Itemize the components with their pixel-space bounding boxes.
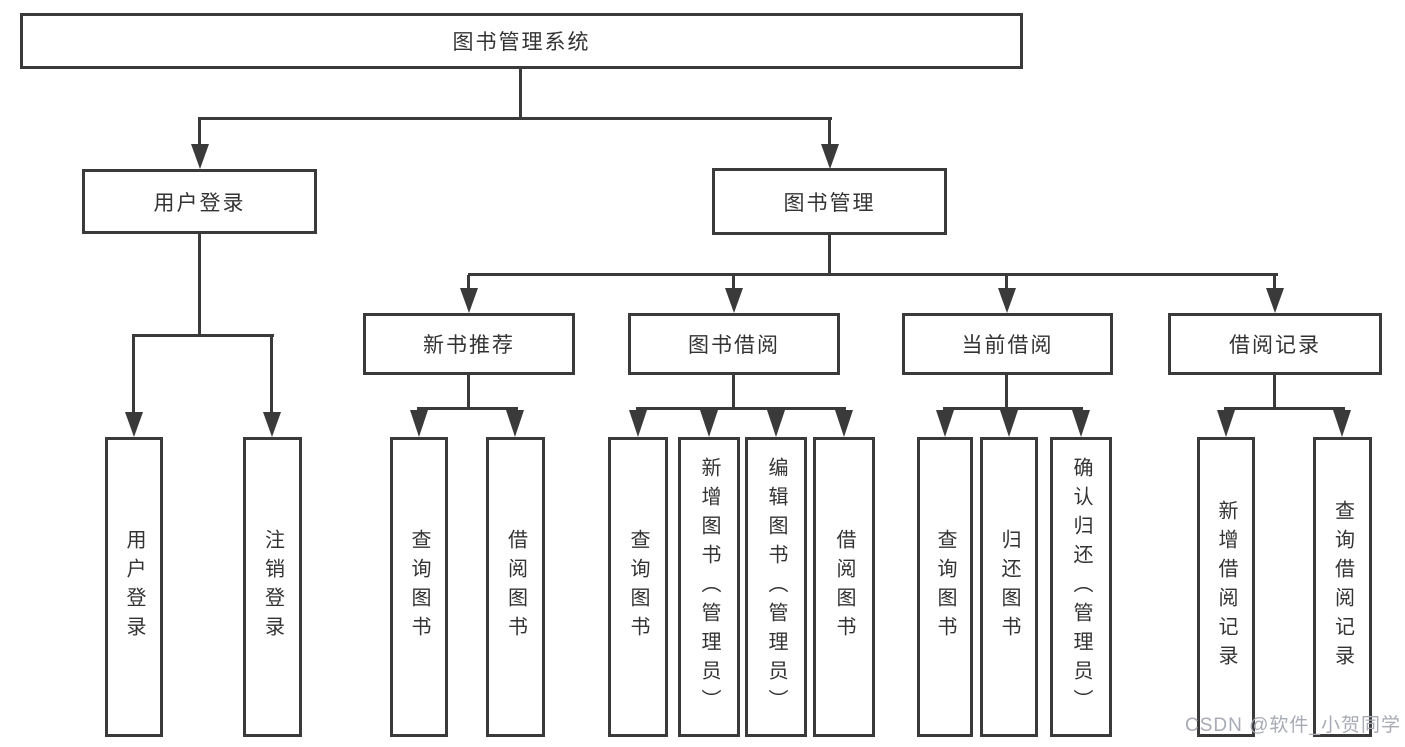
connector-line — [1224, 407, 1345, 410]
node-label: 图书借阅 — [688, 334, 780, 357]
arrowhead-down — [191, 144, 209, 169]
node-borrow-records: 借阅记录 — [1168, 313, 1382, 375]
leaf-label: 归还图书 — [998, 529, 1020, 645]
connector-line — [943, 407, 1083, 410]
connector-line — [732, 275, 735, 291]
leaf-label: 确认归还（管理员） — [1070, 456, 1092, 718]
leaf-query-books-recommend: 查询图书 — [390, 437, 448, 737]
node-current-borrowing: 当前借阅 — [902, 313, 1113, 375]
connector-line — [132, 334, 274, 337]
arrowhead-down — [936, 410, 954, 437]
leaf-user-login: 用户登录 — [105, 437, 163, 737]
node-library-system: 图书管理系统 — [20, 13, 1023, 69]
arrowhead-down — [1072, 410, 1090, 437]
leaf-label: 借阅图书 — [833, 529, 855, 645]
csdn-watermark: CSDN @软件_小贺同学 — [1185, 715, 1401, 736]
connector-line — [468, 273, 1278, 276]
arrowhead-down — [821, 144, 839, 169]
connector-line — [636, 407, 846, 410]
arrowhead-down — [506, 410, 524, 437]
arrowhead-down — [629, 410, 647, 437]
arrowhead-down — [835, 410, 853, 437]
leaf-add-borrow-record: 新增借阅记录 — [1197, 437, 1255, 737]
node-label: 当前借阅 — [961, 334, 1054, 357]
leaf-logout: 注销登录 — [243, 437, 302, 737]
connector-line — [1005, 275, 1008, 291]
arrowhead-down — [263, 412, 281, 437]
connector-line — [1273, 275, 1276, 291]
leaf-edit-books-admin: 编辑图书（管理员） — [745, 437, 807, 737]
arrowhead-down — [1217, 410, 1235, 437]
leaf-add-books-admin: 新增图书（管理员） — [678, 437, 740, 737]
connector-line — [132, 336, 135, 414]
arrowhead-down — [700, 410, 718, 437]
arrowhead-down — [460, 288, 478, 313]
connector-line — [828, 235, 831, 275]
leaf-query-books-borrowing: 查询图书 — [608, 437, 668, 737]
node-label: 图书管理 — [783, 191, 876, 215]
connector-line — [198, 234, 201, 336]
leaf-label: 新增图书（管理员） — [698, 456, 720, 718]
connector-line — [1005, 375, 1008, 409]
leaf-label: 注销登录 — [261, 529, 284, 645]
leaf-label: 编辑图书（管理员） — [765, 456, 787, 718]
leaf-label: 查询图书 — [934, 529, 956, 645]
connector-line — [198, 117, 832, 120]
leaf-confirm-return-admin: 确认归还（管理员） — [1050, 437, 1112, 737]
connector-line — [519, 69, 522, 118]
leaf-label: 借阅图书 — [504, 529, 527, 645]
connector-line — [828, 118, 831, 146]
connector-line — [467, 375, 470, 409]
leaf-borrow-books: 借阅图书 — [813, 437, 875, 737]
connector-line — [417, 407, 518, 410]
node-book-management: 图书管理 — [712, 168, 947, 235]
node-user-login-branch: 用户登录 — [82, 169, 317, 234]
leaf-borrow-books-recommend: 借阅图书 — [486, 437, 545, 737]
connector-line — [198, 118, 201, 146]
arrowhead-down — [998, 288, 1016, 313]
node-label: 借阅记录 — [1229, 334, 1321, 357]
arrowhead-down — [767, 410, 785, 437]
connector-line — [1273, 375, 1276, 409]
leaf-label: 查询借阅记录 — [1331, 500, 1354, 674]
arrowhead-down — [1333, 410, 1351, 437]
arrowhead-down — [125, 412, 143, 437]
arrowhead-down — [1000, 410, 1018, 437]
node-new-book-recommend: 新书推荐 — [363, 313, 575, 375]
connector-line — [732, 375, 735, 409]
arrowhead-down — [1266, 288, 1284, 313]
node-label: 新书推荐 — [423, 334, 515, 357]
node-book-borrowing: 图书借阅 — [628, 313, 840, 375]
leaf-label: 用户登录 — [123, 529, 145, 645]
arrowhead-down — [725, 288, 743, 313]
leaf-return-books: 归还图书 — [980, 437, 1038, 737]
connector-line — [467, 275, 470, 291]
leaf-query-borrow-record: 查询借阅记录 — [1313, 437, 1372, 737]
leaf-label: 查询图书 — [627, 529, 649, 645]
node-label: 图书管理系统 — [452, 31, 591, 54]
arrowhead-down — [410, 410, 428, 437]
leaf-label: 查询图书 — [408, 529, 430, 645]
connector-line — [270, 336, 273, 414]
leaf-query-books-current: 查询图书 — [917, 437, 973, 737]
node-label: 用户登录 — [153, 191, 246, 215]
leaf-label: 新增借阅记录 — [1215, 500, 1237, 674]
